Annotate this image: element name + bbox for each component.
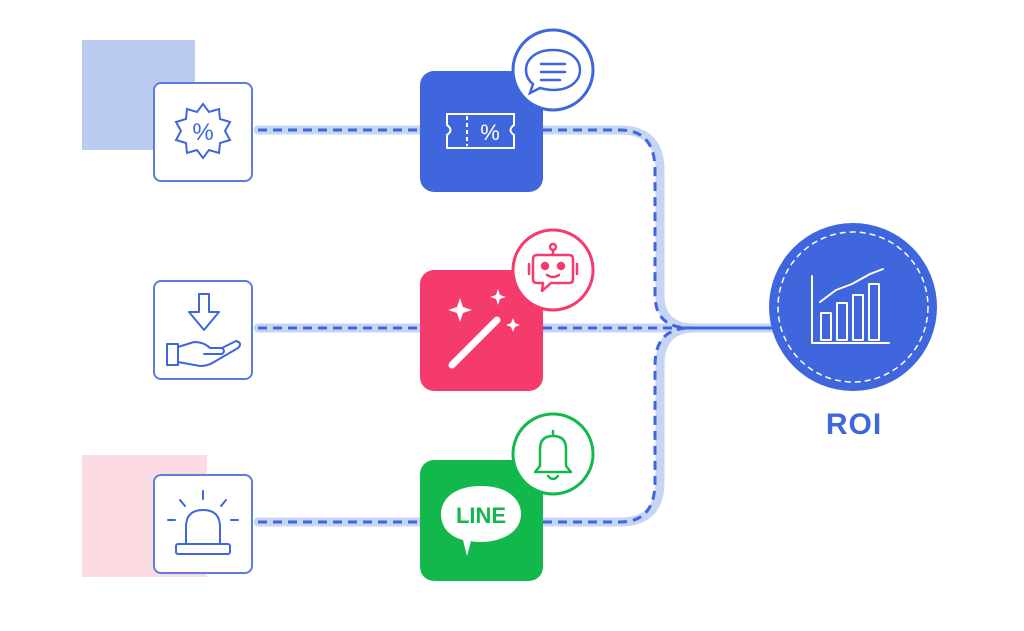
magic-wand-app-tile — [420, 270, 543, 391]
discount-badge-card: % — [153, 82, 253, 182]
alarm-siren-icon — [167, 490, 239, 555]
roi-growth-chart-icon — [811, 268, 890, 344]
roi-target-circle — [769, 223, 937, 391]
svg-text:%: % — [480, 120, 500, 145]
chat-bubble-badge — [511, 28, 595, 112]
alarm-siren-card — [153, 474, 253, 574]
roi-label: ROI — [825, 408, 883, 441]
discount-badge-icon: % — [174, 102, 232, 160]
line-messenger-icon: LINE — [441, 486, 521, 556]
bell-bubble-badge — [511, 412, 595, 496]
hand-receive-card — [153, 280, 253, 380]
coupon-app-tile: % — [420, 71, 543, 192]
coupon-icon: % — [446, 113, 515, 149]
notification-bell-icon — [533, 429, 573, 481]
chatbot-bubble-badge — [511, 228, 595, 312]
magic-wand-icon — [448, 289, 520, 369]
svg-text:%: % — [192, 119, 213, 146]
line-badge-text: LINE — [456, 503, 506, 528]
line-app-tile: LINE — [420, 460, 543, 581]
chatbot-robot-icon — [527, 242, 579, 293]
connector-dashes — [258, 128, 775, 524]
chat-message-icon — [524, 48, 582, 96]
hand-receive-download-icon — [166, 293, 242, 367]
